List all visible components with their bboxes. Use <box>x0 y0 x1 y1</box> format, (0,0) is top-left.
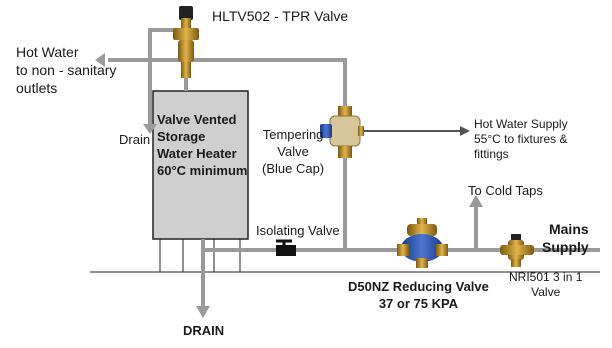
tempering-valve-label: Tempering Valve (Blue Cap) <box>262 126 324 177</box>
nri501-line-2: Valve <box>531 285 561 299</box>
tempering-line-1: Tempering <box>262 127 324 142</box>
tempering-line-2: Valve <box>277 144 309 159</box>
drain-bottom-label: DRAIN <box>183 323 225 338</box>
heater-line-3: Water Heater <box>157 146 237 161</box>
tpr-drain-pipe <box>148 28 181 128</box>
hot-supply-arrow <box>460 126 470 136</box>
tempering-valve-icon <box>320 106 364 158</box>
hot-water-line-2: to non - sanitary <box>16 62 117 78</box>
reducing-valve-label: D50NZ Reducing Valve 37 or 75 KPA <box>348 278 489 312</box>
tpr-valve-label: HLTV502 - TPR Valve <box>212 8 349 24</box>
hot-supply-line-3: fittings <box>474 147 509 161</box>
heater-line-2: Storage <box>157 129 206 144</box>
mains-line-2: Supply <box>542 239 589 255</box>
tpr-valve-icon <box>173 6 199 78</box>
heater-label: Valve Vented Storage Water Heater 60°C m… <box>157 111 247 179</box>
mains-line-1: Mains <box>548 221 589 237</box>
isolating-valve-icon <box>276 239 296 256</box>
heater-line-1: Valve Vented <box>157 112 237 127</box>
drain-top-label: Drain <box>119 132 151 147</box>
drain-arrow <box>143 124 157 134</box>
water-heater <box>152 90 249 240</box>
hot-water-line-3: outlets <box>16 80 58 96</box>
bottom-drain-arrow <box>196 306 210 318</box>
hot-supply-line-1: Hot Water Supply <box>474 117 568 131</box>
reducing-line-1: D50NZ Reducing Valve <box>348 279 489 294</box>
hot-outlet-arrow <box>95 53 105 67</box>
mains-supply-label: Mains Supply <box>542 220 589 256</box>
reducing-line-2: 37 or 75 KPA <box>378 296 459 311</box>
nri501-valve-icon <box>500 234 534 267</box>
cold-taps-arrow <box>469 195 483 207</box>
tempering-line-3: (Blue Cap) <box>262 161 325 176</box>
hot-water-nonsanitary-label: Hot Water to non - sanitary outlets <box>16 43 116 97</box>
heater-line-4: 60°C minimum <box>157 163 248 178</box>
isolating-valve-label: Isolating Valve <box>256 223 340 238</box>
nri501-label: NRI501 3 in 1 Valve <box>509 270 582 300</box>
hot-supply-label: Hot Water Supply 55°C to fixtures & fitt… <box>474 117 568 162</box>
hot-supply-line-2: 55°C to fixtures & <box>474 132 568 146</box>
nri501-line-1: NRI501 3 in 1 <box>509 270 583 284</box>
cold-taps-label: To Cold Taps <box>468 183 543 198</box>
hot-water-line-1: Hot Water <box>16 44 79 60</box>
reducing-valve-icon <box>397 218 448 268</box>
